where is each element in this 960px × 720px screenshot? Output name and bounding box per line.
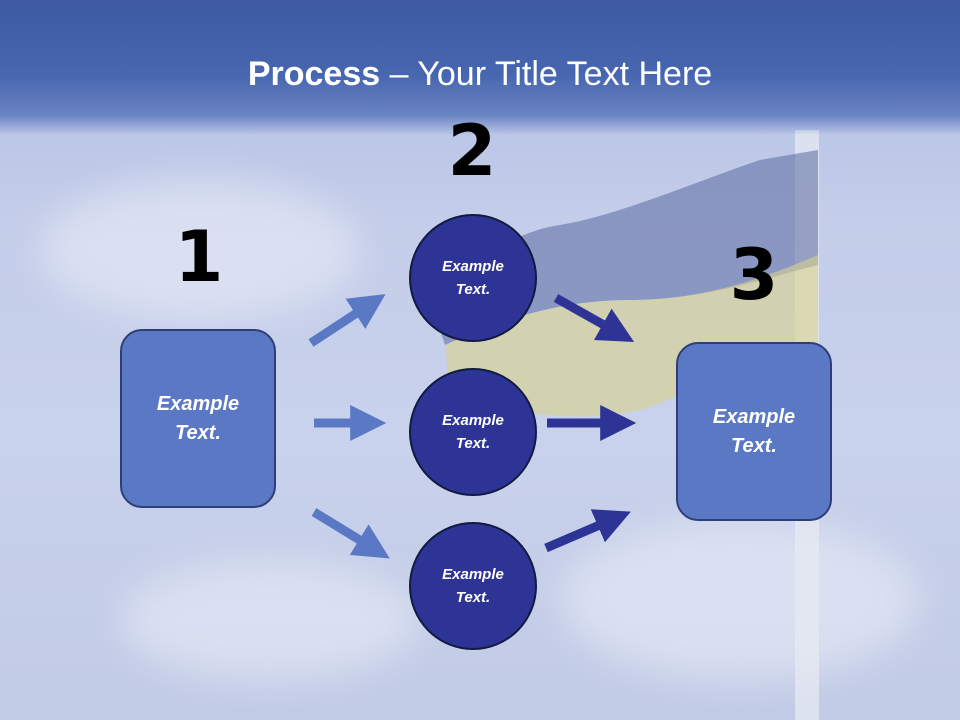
- circle-text: Example Text.: [442, 566, 504, 606]
- title-rest: – Your Title Text Here: [380, 55, 713, 93]
- circle-text: Example Text.: [442, 258, 504, 298]
- step-number-3: 3: [729, 234, 779, 316]
- right-process-box: Example Text.: [676, 342, 832, 521]
- arrow-to-top-circle: [308, 294, 386, 347]
- title-bar: [0, 0, 960, 135]
- arrow-from-top-circle: [553, 294, 635, 342]
- slide-title: Process – Your Title Text Here: [0, 52, 960, 96]
- left-box-text: Example Text.: [156, 392, 240, 444]
- circle-text: Example Text.: [442, 412, 504, 452]
- arrow-to-bottom-circle: [311, 508, 390, 559]
- arrow-from-bottom-circle: [544, 509, 631, 553]
- title-bold: Process: [247, 55, 381, 93]
- middle-circle-center: Example Text.: [409, 368, 537, 496]
- left-process-box: Example Text.: [120, 329, 276, 508]
- step-number-2: 2: [447, 110, 497, 192]
- step-number-1: 1: [174, 216, 224, 298]
- right-box-text: Example Text.: [712, 405, 796, 457]
- middle-circle-bottom: Example Text.: [409, 522, 537, 650]
- middle-circle-top: Example Text.: [409, 214, 537, 342]
